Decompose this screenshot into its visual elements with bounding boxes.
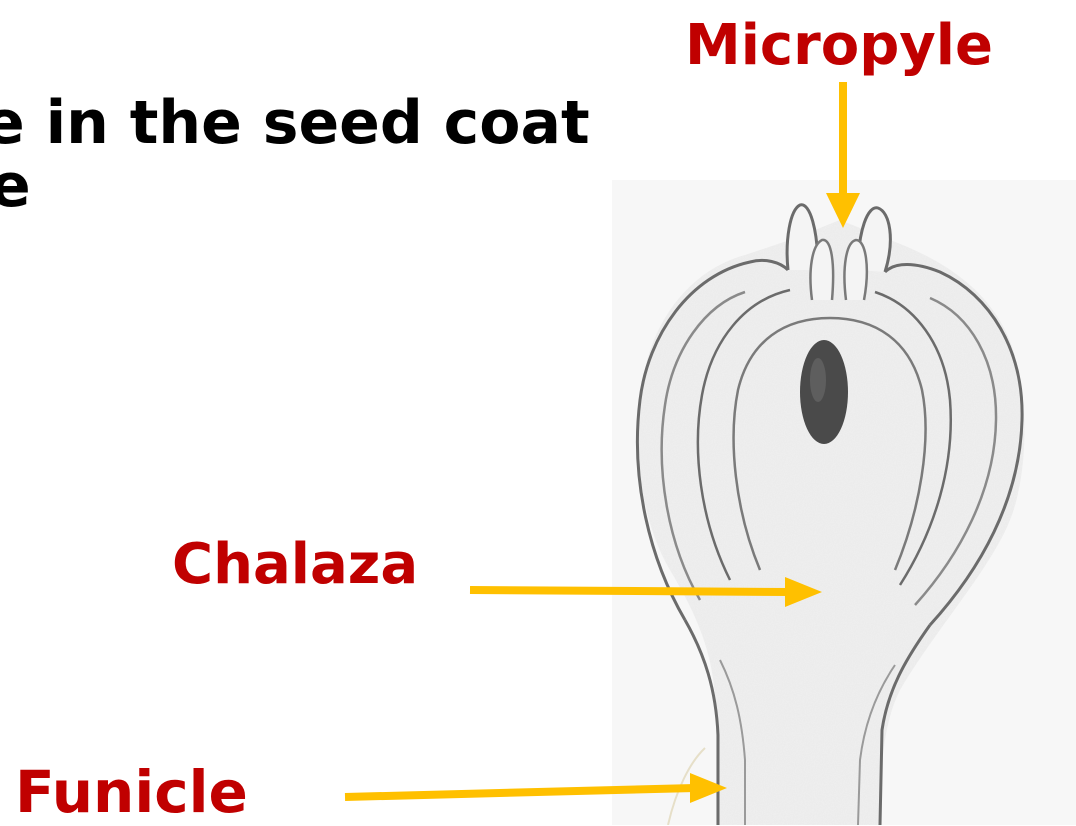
integument-tip-inner-right bbox=[844, 240, 866, 300]
chalaza-label: Chalaza bbox=[172, 537, 418, 593]
chalaza-arrow-shaft bbox=[470, 590, 790, 592]
micropyle-label: Micropyle bbox=[685, 18, 993, 74]
funicle-label: Funicle bbox=[15, 763, 248, 821]
integument-tip-inner-left bbox=[810, 240, 833, 300]
embryo-sac-highlight bbox=[810, 358, 826, 402]
